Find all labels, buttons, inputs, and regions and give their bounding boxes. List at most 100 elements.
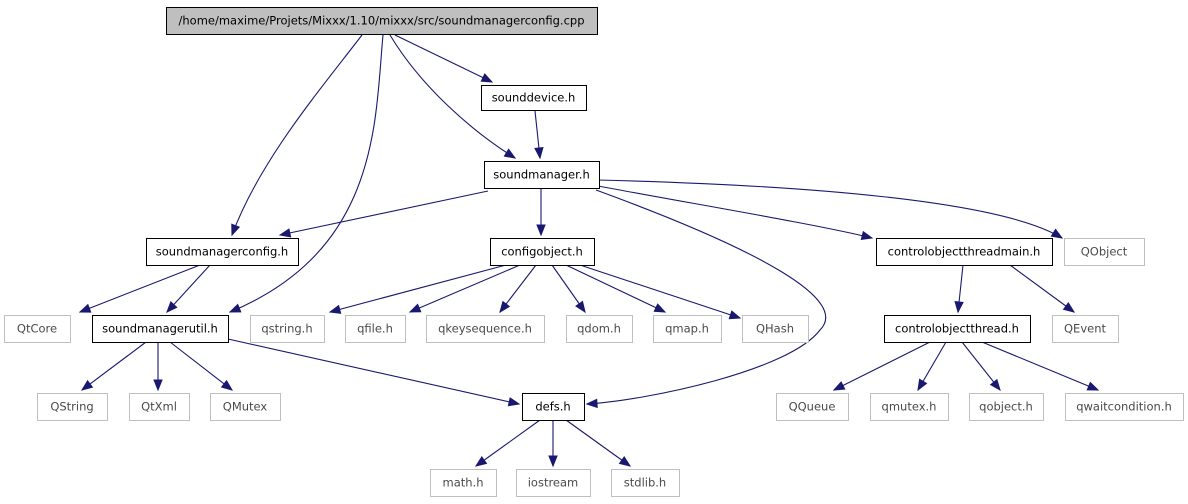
node-box <box>37 393 108 421</box>
node-label: qmap.h <box>665 322 709 336</box>
edge-soundmanager-to-controlobjectthreadmain <box>597 185 874 241</box>
node-qqueue: QQueue <box>776 393 849 421</box>
node-box <box>516 469 591 497</box>
edge-line <box>169 341 233 391</box>
node-controlobjectthread[interactable]: controlobjectthread.h <box>884 315 1031 343</box>
edge-line <box>833 341 931 391</box>
node-box <box>250 315 325 343</box>
node-box <box>146 238 299 266</box>
arrowhead-icon <box>548 455 558 468</box>
node-label: defs.h <box>535 400 570 414</box>
arrowhead-icon <box>328 304 342 314</box>
node-label: iostream <box>528 476 579 490</box>
edge-soundmanagerconfig-to-qtcore <box>78 264 201 313</box>
node-box <box>1064 238 1145 266</box>
edge-soundmanagerutil-to-qstring_cap <box>80 341 147 391</box>
edge-configobject-to-qhash <box>579 264 742 320</box>
node-qobject-cap: QObject <box>1064 238 1145 266</box>
arrowhead-icon <box>534 147 544 160</box>
edge-defs-to-iostream <box>548 420 558 468</box>
node-label: soundmanagerconfig.h <box>156 245 288 259</box>
edge-configobject-to-qdom_h <box>551 264 586 314</box>
edges <box>78 34 1100 468</box>
arrowhead-icon <box>80 379 94 391</box>
edge-line <box>79 264 201 313</box>
edge-line <box>229 34 384 313</box>
node-box <box>166 7 598 35</box>
node-sounddevice[interactable]: sounddevice.h <box>481 85 587 111</box>
edge-line <box>597 179 1063 239</box>
arrowhead-icon <box>832 381 846 391</box>
edge-controlobjectthread-to-qqueue <box>832 341 931 391</box>
node-qmap-h: qmap.h <box>653 315 722 343</box>
node-box <box>776 393 849 421</box>
node-soundmanagerconfig[interactable]: soundmanagerconfig.h <box>146 238 299 266</box>
arrowhead-icon <box>728 310 742 320</box>
arrowhead-icon <box>1050 228 1064 239</box>
node-qmutex-h: qmutex.h <box>870 393 949 421</box>
node-defs[interactable]: defs.h <box>522 393 585 421</box>
edge-controlobjectthreadmain-to-qevent <box>1009 264 1076 313</box>
node-qstring-cap: QString <box>37 393 108 421</box>
arrowhead-icon <box>536 224 546 237</box>
arrowhead-icon <box>153 379 163 392</box>
node-qhash: QHash <box>742 315 809 343</box>
node-box <box>742 315 809 343</box>
edge-controlobjectthread-to-qwaitcondition_h <box>981 341 1100 391</box>
node-soundmanager[interactable]: soundmanager.h <box>484 161 600 189</box>
node-label: QMutex <box>223 400 268 414</box>
node-label: soundmanagerutil.h <box>102 322 218 336</box>
edge-line <box>586 189 827 405</box>
node-label: qstring.h <box>261 322 312 336</box>
node-box <box>1065 393 1184 421</box>
node-label: qkeysequence.h <box>438 322 532 336</box>
arrowhead-icon <box>499 300 511 314</box>
edge-line <box>81 341 147 391</box>
edge-soundmanagerutil-to-qtxml <box>153 342 163 392</box>
arrowhead-icon <box>228 303 242 313</box>
edge-configobject-to-qkeysequence_h <box>499 264 537 314</box>
node-box <box>481 85 587 111</box>
edge-line <box>565 419 631 467</box>
node-configobject[interactable]: configobject.h <box>490 238 595 266</box>
edge-sounddevice-to-soundmanager <box>534 110 544 160</box>
arrowhead-icon <box>585 398 598 409</box>
edge-soundmanager-to-soundmanagerconfig <box>278 190 489 238</box>
node-box <box>92 315 229 343</box>
edge-root-to-soundmanagerconfig <box>231 34 363 237</box>
arrowhead-icon <box>480 73 494 83</box>
node-controlobjectthreadmain[interactable]: controlobjectthreadmain.h <box>876 238 1053 266</box>
edge-soundmanagerutil-to-defs <box>227 338 521 407</box>
node-label: qfile.h <box>357 322 393 336</box>
arrowhead-icon <box>278 228 292 238</box>
node-soundmanagerutil[interactable]: soundmanagerutil.h <box>92 315 229 343</box>
node-qtxml: QtXml <box>129 393 190 421</box>
arrowhead-icon <box>1062 301 1076 313</box>
arrowhead-icon <box>231 223 241 237</box>
node-label: configobject.h <box>501 245 583 259</box>
node-label: controlobjectthreadmain.h <box>888 245 1041 259</box>
node-box <box>210 393 281 421</box>
node-qkeysequence-h: qkeysequence.h <box>426 315 545 343</box>
edge-defs-to-stdlib_h <box>565 419 632 467</box>
node-label: qwaitcondition.h <box>1076 400 1172 414</box>
node-qevent: QEvent <box>1052 315 1119 343</box>
edge-line <box>981 341 1099 391</box>
node-label: math.h <box>443 476 484 490</box>
edge-soundmanager-to-defs <box>585 189 827 409</box>
node-label: QString <box>50 400 93 414</box>
edge-line <box>394 34 493 83</box>
edge-controlobjectthreadmain-to-controlobjectthread <box>954 264 964 314</box>
node-label: QtCore <box>17 322 57 336</box>
node-qtcore: QtCore <box>4 315 71 343</box>
node-qwaitcondition-h: qwaitcondition.h <box>1065 393 1184 421</box>
node-box <box>522 393 585 421</box>
node-label: qdom.h <box>577 322 621 336</box>
node-root[interactable]: /home/maxime/Projets/Mixxx/1.10/mixxx/sr… <box>166 7 598 35</box>
arrowhead-icon <box>575 300 586 314</box>
edge-controlobjectthread-to-qmutex_h <box>917 341 947 392</box>
edge-configobject-to-qmap_h <box>565 264 667 313</box>
arrowhead-icon <box>1086 381 1100 391</box>
node-label: qobject.h <box>979 400 1033 414</box>
